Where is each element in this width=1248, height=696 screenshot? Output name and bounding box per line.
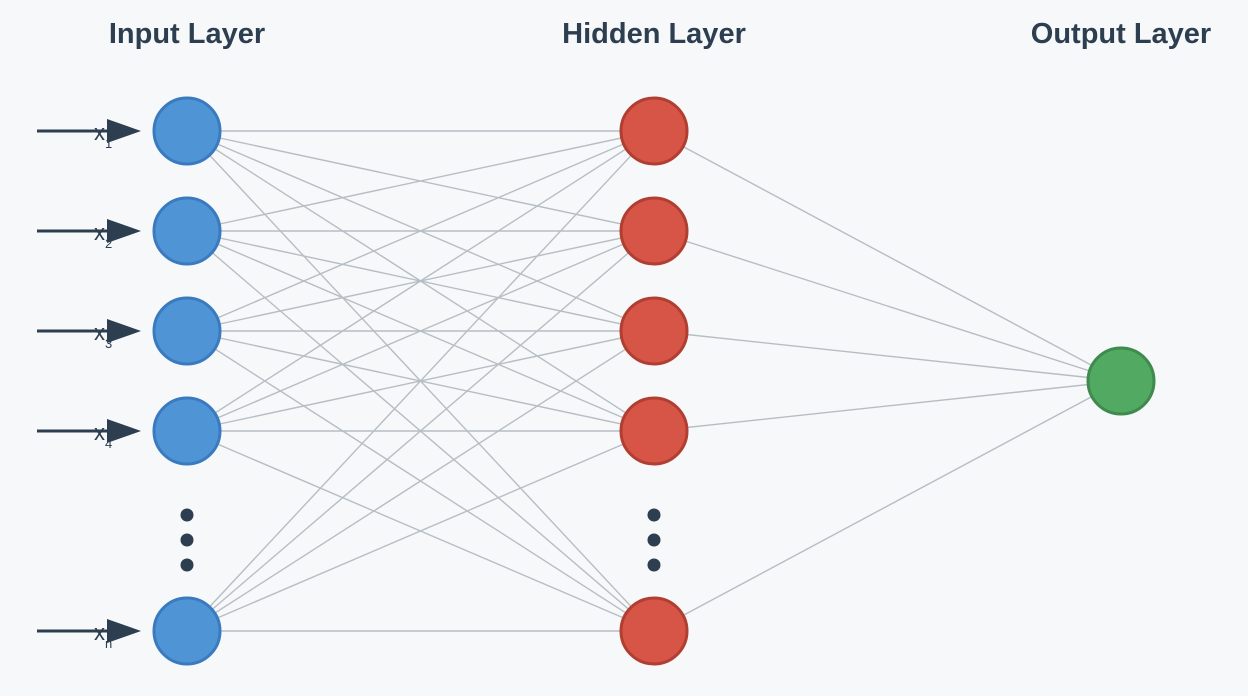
hidden-node-1	[619, 96, 689, 166]
output-node	[1086, 346, 1156, 416]
connections	[186, 130, 1122, 632]
ellipsis-group	[180, 508, 661, 572]
hidden-node-3	[619, 296, 689, 366]
connection-input-2-hidden-1	[186, 130, 655, 232]
connection-input-4-hidden-2	[186, 230, 655, 432]
hidden-node-2	[619, 196, 689, 266]
input-ellipsis-dot-3	[180, 558, 194, 572]
hidden-ellipsis-dot-2	[647, 533, 661, 547]
input-label-subscript: 3	[105, 336, 112, 351]
arrow-head-icon	[107, 119, 141, 143]
input-node-3	[152, 296, 222, 366]
connection-input-5-hidden-4	[186, 430, 655, 632]
arrow-head-icon	[107, 419, 141, 443]
connection-input-5-hidden-2	[186, 230, 655, 632]
input-node-5	[152, 596, 222, 666]
input-ellipsis-dot-2	[180, 533, 194, 547]
arrow-head-icon	[107, 319, 141, 343]
output-layer-title: Output Layer	[1030, 18, 1212, 50]
nodes	[152, 96, 1156, 666]
connection-hidden-4-output	[653, 380, 1122, 432]
hidden-node-5	[619, 596, 689, 666]
hidden-layer-title: Hidden Layer	[562, 18, 746, 50]
hidden-ellipsis-dot-3	[647, 558, 661, 572]
connection-input-4-hidden-1	[186, 130, 655, 432]
input-ellipsis-dot-1	[180, 508, 194, 522]
connection-hidden-3-output	[653, 330, 1122, 382]
arrow-head-icon	[107, 619, 141, 643]
connection-hidden-2-output	[653, 230, 1122, 382]
hidden-ellipsis-dot-1	[647, 508, 661, 522]
connection-input-3-hidden-1	[186, 130, 655, 332]
input-label-subscript: n	[105, 636, 112, 651]
connection-input-5-hidden-3	[186, 330, 655, 632]
input-node-4	[152, 396, 222, 466]
input-label-subscript: 4	[105, 436, 112, 451]
arrow-head-icon	[107, 219, 141, 243]
input-node-1	[152, 96, 222, 166]
connection-hidden-5-output	[653, 380, 1122, 632]
input-layer-title: Input Layer	[108, 18, 266, 50]
hidden-node-4	[619, 396, 689, 466]
connection-hidden-1-output	[653, 130, 1122, 382]
connection-input-5-hidden-1	[186, 130, 655, 632]
input-label-subscript: 1	[105, 136, 112, 151]
input-label-subscript: 2	[105, 236, 112, 251]
input-node-2	[152, 196, 222, 266]
